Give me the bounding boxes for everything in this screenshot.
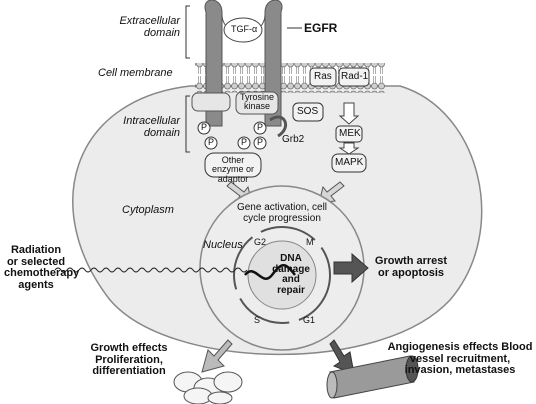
egfr-receptor <box>191 0 302 127</box>
tgf-alpha-ligand <box>223 17 263 43</box>
phase-g1-label: G1 <box>303 315 316 325</box>
growth-effects-label: Growth effects Proliferation, differenti… <box>90 342 168 378</box>
growth-effects-arrow <box>201 339 233 373</box>
other-enzyme-label: Other enzyme or adaptor <box>211 155 255 184</box>
radiation-wave <box>54 267 248 273</box>
egfr-label: EGFR <box>304 21 338 35</box>
phosphate-label-2: P <box>208 137 215 147</box>
proliferating-cells <box>173 371 243 404</box>
phosphate-label-3: P <box>241 137 248 147</box>
phase-s-label: S <box>254 315 261 325</box>
gene-activation-label: Gene activation, cell cycle progression <box>236 202 328 224</box>
angiogenesis-label: Angiogenesis effects Blood vessel recrui… <box>387 341 533 377</box>
signaling-boxes <box>204 67 370 178</box>
dna-strand <box>244 264 296 280</box>
mapk-label: MAPK <box>335 157 364 168</box>
cell-cycle-ring <box>233 226 331 324</box>
radiation-label: Radiation or selected chemotherapy agent… <box>4 244 80 291</box>
ras-label: Ras <box>314 71 332 82</box>
domain-brackets <box>185 5 190 153</box>
phosphate-groups <box>197 121 267 150</box>
extracellular-domain-label: Extracellular domain <box>119 15 180 39</box>
cytoplasm-label: Cytoplasm <box>122 204 174 216</box>
grb2-hook <box>269 115 288 138</box>
intracellular-domain-label: Intracellular domain <box>123 115 180 139</box>
growth-arrest-label: Growth arrest or apoptosis <box>374 255 448 279</box>
grb2-label: Grb2 <box>282 134 305 145</box>
tyrosine-kinase-label: Tyrosine kinase <box>239 92 274 112</box>
phase-g2-label: G2 <box>254 237 267 247</box>
cell-membrane-label: Cell membrane <box>98 67 173 79</box>
phase-m-label: M <box>306 237 314 247</box>
tgf-alpha-label: TGF-α <box>231 24 258 34</box>
mek-label: MEK <box>339 128 361 139</box>
phosphate-label-5: P <box>257 137 264 147</box>
nucleus-label: Nucleus <box>203 239 243 251</box>
dna-zone <box>247 240 317 310</box>
phosphate-label-4: P <box>257 122 264 132</box>
blood-vessel <box>326 355 419 399</box>
dna-damage-repair-label: DNA damage and repair <box>272 253 310 296</box>
mapk-pathway-arrows <box>338 102 360 155</box>
phosphate-label-1: P <box>201 122 208 132</box>
growth-arrest-arrow <box>333 252 369 284</box>
rad1-label: Rad-1 <box>341 71 369 82</box>
sos-label: SOS <box>297 106 319 117</box>
